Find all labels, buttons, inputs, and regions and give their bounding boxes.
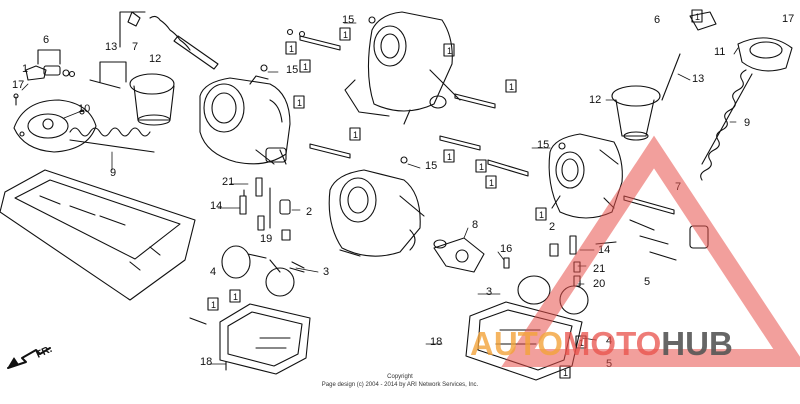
carburetor-body-upper-left: [199, 75, 291, 165]
reference-box-label: 1: [289, 44, 294, 54]
reference-box-label: 1: [479, 162, 484, 172]
reference-box-label: 1: [353, 130, 358, 140]
part-number-label: 1: [22, 63, 28, 75]
part-number-label: 21: [593, 263, 605, 275]
reference-box-label: 1: [509, 82, 514, 92]
part-number-label: 15: [342, 14, 354, 26]
reference-box-label: 1: [447, 152, 452, 162]
copyright-line1: Copyright: [387, 374, 413, 380]
part-number-label: 7: [132, 41, 138, 53]
part-number-label: 17: [782, 13, 794, 25]
watermark-moto: MOTO: [563, 325, 661, 362]
reference-box-label: 1: [343, 30, 348, 40]
reference-boxes: [207, 9, 703, 379]
carburetor-body-center: [328, 169, 447, 257]
part-number-label: 11: [714, 46, 725, 58]
part-number-label: 9: [110, 167, 116, 179]
copyright-line2: Page design (c) 2004 - 2014 by ARI Netwo…: [322, 382, 479, 388]
reference-box-label: 1: [489, 178, 494, 188]
part-number-label: 13: [105, 41, 117, 53]
float-bowl-left: [189, 303, 311, 375]
watermark-hub: HUB: [661, 325, 733, 362]
part-number-label: 8: [472, 219, 478, 231]
part-number-label: 15: [286, 64, 298, 76]
spring-right: [700, 69, 753, 181]
part-number-label: 13: [692, 73, 704, 85]
part-number-label: 15: [425, 160, 437, 172]
watermark-triangle: [501, 135, 800, 367]
part-number-label: 16: [500, 243, 512, 255]
jets-and-tubes-right: [433, 219, 709, 287]
reference-box-label: 1: [447, 46, 452, 56]
part-number-label: 17: [12, 79, 24, 91]
part-number-label: 9: [744, 117, 750, 129]
reference-box-label: 1: [579, 338, 584, 348]
part-number-label: 4: [606, 335, 612, 347]
reference-box-label: 1: [563, 368, 568, 378]
reference-box-label: 1: [297, 98, 302, 108]
throttle-shafts: [260, 16, 675, 215]
part-number-label: 20: [593, 278, 605, 290]
part-number-label: 5: [644, 276, 650, 288]
spring-left: [69, 127, 155, 153]
part-number-label: 2: [549, 221, 555, 233]
part-number-label: 21: [222, 176, 234, 188]
front-label: FR.: [35, 344, 54, 361]
part-number-label: 3: [486, 286, 492, 298]
reference-box-label: 1: [539, 210, 544, 220]
jet-needle-and-spring: [89, 11, 219, 89]
float-chamber-tray: [0, 169, 196, 301]
vacuum-piston-right: [611, 85, 661, 141]
reference-box-label: 1: [695, 12, 700, 22]
part-number-label: 18: [200, 356, 212, 368]
part-number-label: 15: [537, 139, 549, 151]
diaphragm-cover-right: [661, 11, 793, 101]
part-number-label: 12: [589, 94, 601, 106]
front-direction-arrow: [7, 347, 51, 369]
part-number-label: 12: [149, 53, 161, 65]
part-number-label: 3: [323, 266, 329, 278]
watermark-text: AUTOMOTOHUB: [470, 325, 733, 362]
reference-box-label: 1: [303, 62, 308, 72]
reference-box-label: 1: [211, 300, 216, 310]
watermark-auto: AUTO: [470, 325, 563, 362]
float-assembly: [221, 245, 305, 297]
pilot-screw-assembly: [13, 49, 76, 106]
part-number-label: 2: [306, 206, 312, 218]
vacuum-piston-left: [129, 73, 175, 126]
diaphragm-cover: [13, 99, 97, 153]
part-number-label: 10: [78, 103, 90, 115]
part-number-label: 14: [210, 200, 222, 212]
part-number-label: 18: [430, 336, 442, 348]
reference-box-label: 1: [233, 292, 238, 302]
part-number-label: 6: [43, 34, 49, 46]
part-number-label: 4: [210, 266, 216, 278]
jets-and-tubes-left: [239, 177, 291, 241]
part-number-label: 6: [654, 14, 660, 26]
part-number-label: 19: [260, 233, 272, 245]
carburetor-body-upper-middle: [344, 11, 461, 125]
